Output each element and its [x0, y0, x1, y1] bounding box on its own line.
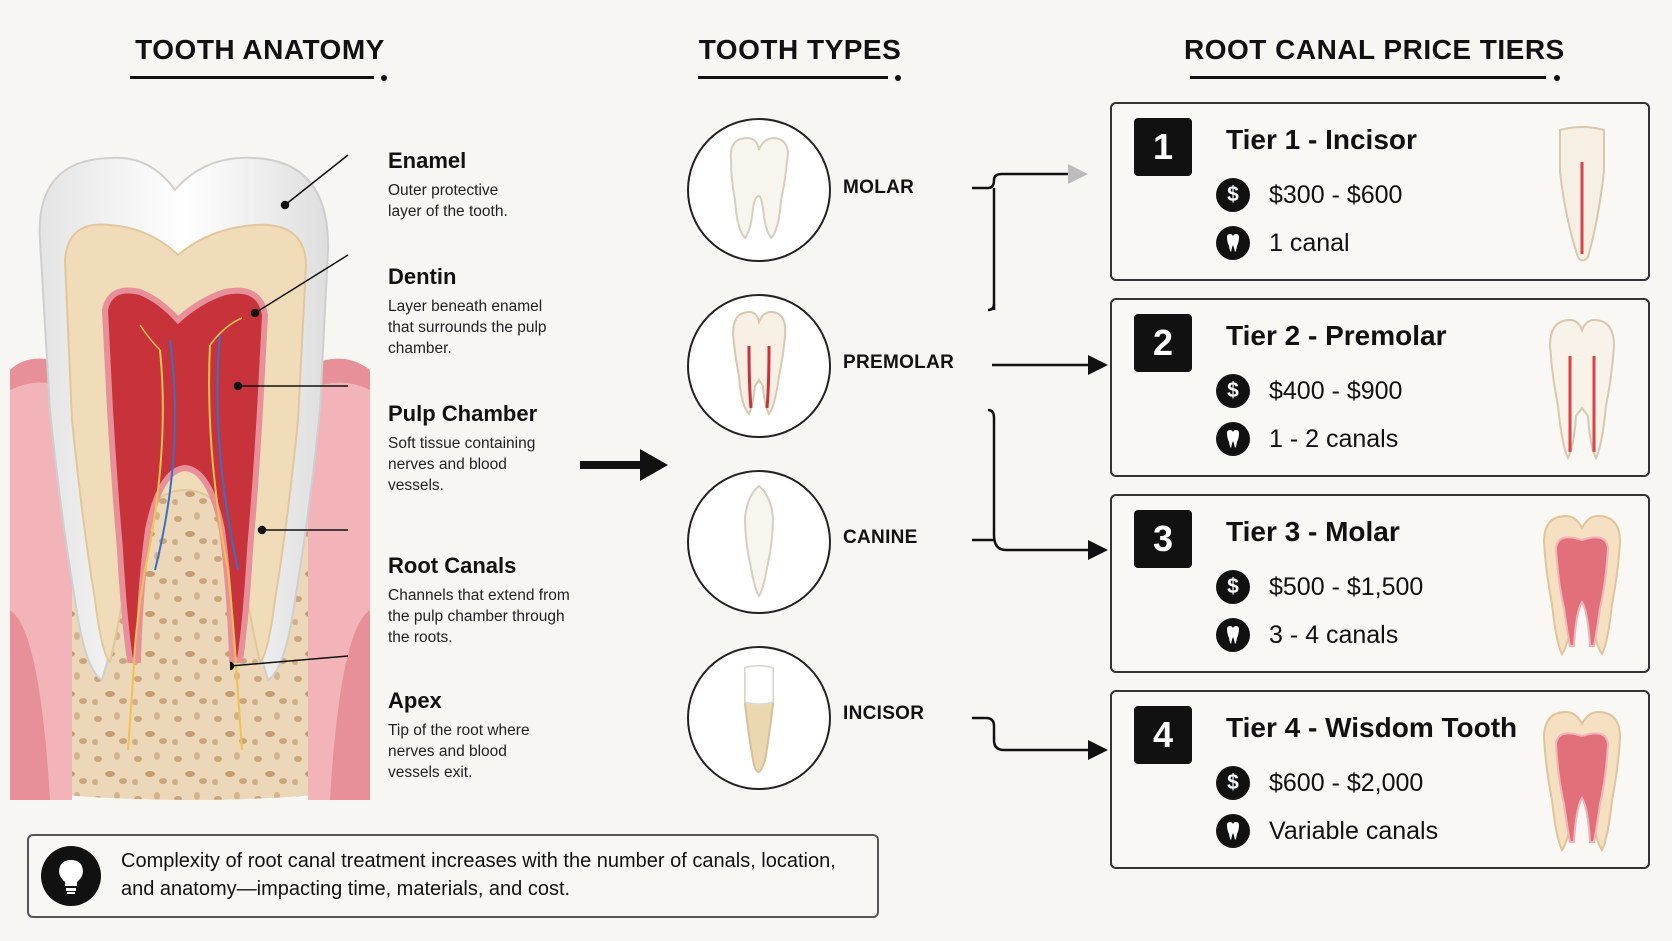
molar-tooth-icon: [729, 136, 789, 240]
tooth-anatomy-illustration: [10, 156, 370, 800]
dollar-icon: $: [1216, 766, 1250, 800]
label-description: Soft tissue containing nerves and blood …: [388, 435, 536, 494]
tier-title: Tier 3 - Molar: [1226, 516, 1400, 547]
premolar-tooth-icon: [731, 310, 787, 416]
lightbulb-icon: [41, 846, 101, 906]
anatomy-label-apex: Apex Tip of the root where nerves and bl…: [388, 688, 588, 783]
tier-canals: Variable canals: [1269, 816, 1439, 845]
connector-arrows: [972, 164, 1108, 760]
canine-tooth-icon: [743, 484, 775, 598]
dollar-icon: $: [1216, 570, 1250, 604]
tier-price: $600 - $2,000: [1269, 768, 1424, 797]
tier-card-4: 4 Tier 4 - Wisdom Tooth $ $600 - $2,000 …: [1110, 690, 1650, 869]
label-title: Pulp Chamber: [388, 401, 538, 426]
tier-price: $300 - $600: [1269, 180, 1403, 209]
tooth-icon: [1216, 814, 1250, 848]
arrow-right-icon: [580, 449, 668, 481]
label-description: Layer beneath enamel that surrounds the …: [388, 298, 547, 357]
tier-card-1: 1 Tier 1 - Incisor $ $300 - $600 1 canal: [1110, 102, 1650, 281]
header-dot: [895, 75, 901, 81]
incisor-tooth-icon: [1559, 126, 1605, 262]
type-label-premolar: PREMOLAR: [843, 352, 955, 373]
complexity-note: Complexity of root canal treatment incre…: [27, 834, 879, 918]
tier-price-row: $ $300 - $600: [1216, 178, 1402, 212]
label-description: Outer protective layer of the tooth.: [388, 182, 508, 220]
tier-card-3: 3 Tier 3 - Molar $ $500 - $1,500 3 - 4 c…: [1110, 494, 1650, 673]
type-circle-molar: [687, 118, 831, 262]
tier-card-2: 2 Tier 2 - Premolar $ $400 - $900 1 - 2 …: [1110, 298, 1650, 477]
tier-title: Tier 2 - Premolar: [1226, 320, 1447, 351]
tier-canals: 1 - 2 canals: [1269, 424, 1399, 453]
tier-price-row: $ $600 - $2,000: [1216, 766, 1423, 800]
tooth-icon: [1216, 422, 1250, 456]
tier-canals-row: 1 canal: [1216, 226, 1350, 260]
header-price-tiers: ROOT CANAL PRICE TIERS: [1184, 34, 1565, 65]
type-label-molar: MOLAR: [843, 177, 915, 198]
tier-canals-row: Variable canals: [1216, 814, 1438, 848]
tooth-icon: [1216, 618, 1250, 652]
header-underline: [698, 76, 888, 79]
label-description: Channels that extend from the pulp chamb…: [388, 587, 570, 646]
label-description: Tip of the root where nerves and blood v…: [388, 722, 530, 781]
tier-price: $400 - $900: [1269, 376, 1403, 405]
label-title: Enamel: [388, 148, 467, 173]
header-underline: [1190, 76, 1546, 79]
anatomy-leader-lines: [230, 154, 349, 671]
tier-canals: 1 canal: [1269, 228, 1350, 257]
tier-number-badge: 3: [1134, 510, 1192, 568]
tier-price: $500 - $1,500: [1269, 572, 1424, 601]
type-label-incisor: INCISOR: [843, 703, 925, 724]
anatomy-label-pulp-chamber: Pulp Chamber Soft tissue containing nerv…: [388, 401, 588, 496]
note-text: Complexity of root canal treatment incre…: [121, 850, 836, 900]
label-title: Dentin: [388, 264, 457, 289]
header-tooth-types: TOOTH TYPES: [698, 34, 902, 65]
anatomy-label-root-canals: Root Canals Channels that extend from th…: [388, 553, 588, 648]
tier-canals-row: 3 - 4 canals: [1216, 618, 1398, 652]
molar-tooth-icon: [1542, 514, 1622, 656]
header-tooth-anatomy: TOOTH ANATOMY: [135, 34, 385, 65]
type-circle-incisor: [687, 646, 831, 790]
anatomy-label-dentin: Dentin Layer beneath enamel that surroun…: [388, 264, 588, 359]
header-underline: [130, 76, 374, 79]
tier-title: Tier 4 - Wisdom Tooth: [1226, 712, 1518, 743]
tier-number-badge: 2: [1134, 314, 1192, 372]
tier-canals: 3 - 4 canals: [1269, 620, 1399, 649]
anatomy-label-enamel: Enamel Outer protective layer of the too…: [388, 148, 588, 222]
pulp-chamber-shape: [101, 287, 269, 663]
header-dot: [1554, 75, 1560, 81]
dollar-icon: $: [1216, 374, 1250, 408]
tier-price-row: $ $500 - $1,500: [1216, 570, 1423, 604]
dollar-icon: $: [1216, 178, 1250, 212]
premolar-tooth-icon: [1548, 318, 1616, 461]
tier-number-badge: 1: [1134, 118, 1192, 176]
wisdom-tooth-icon: [1542, 710, 1622, 852]
tier-price-row: $ $400 - $900: [1216, 374, 1402, 408]
type-circle-premolar: [687, 294, 831, 438]
label-title: Apex: [388, 688, 442, 713]
tier-title: Tier 1 - Incisor: [1226, 124, 1417, 155]
type-label-canine: CANINE: [843, 527, 918, 548]
label-title: Root Canals: [388, 553, 517, 578]
tier-number-badge: 4: [1134, 706, 1192, 764]
tooth-icon: [1216, 226, 1250, 260]
type-circle-canine: [687, 470, 831, 614]
tier-canals-row: 1 - 2 canals: [1216, 422, 1398, 456]
header-dot: [381, 75, 387, 81]
incisor-tooth-icon: [744, 665, 774, 774]
